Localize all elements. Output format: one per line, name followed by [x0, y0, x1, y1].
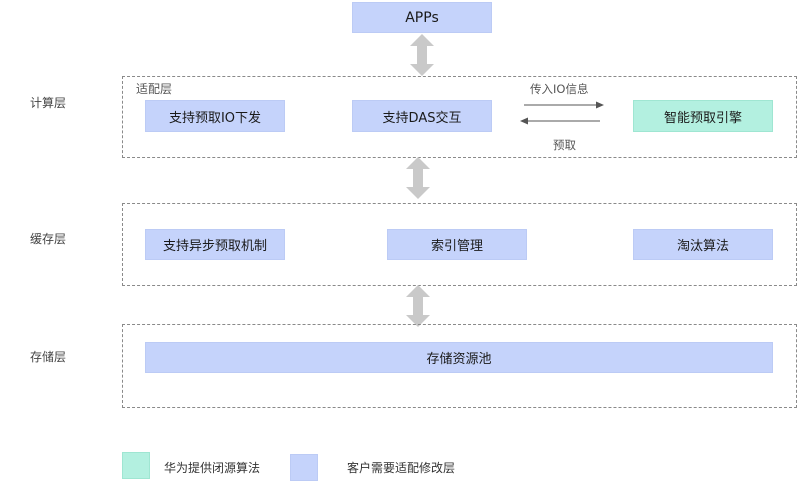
das-interaction-box: 支持DAS交互: [352, 100, 492, 132]
das-interaction-label: 支持DAS交互: [382, 110, 462, 126]
compute-layer-label: 计算层: [30, 96, 67, 110]
storage-pool-box: 存储资源池: [145, 342, 773, 373]
apps-label: APPs: [405, 9, 439, 26]
eviction-algorithm-label: 淘汰算法: [676, 239, 729, 254]
async-prefetch-label: 支持异步预取机制: [162, 239, 267, 254]
legend-swatch-huawei: [122, 452, 150, 479]
cache-layer-label: 缓存层: [30, 232, 67, 246]
adapter-layer-label: 适配层: [136, 82, 173, 96]
eviction-algorithm-box: 淘汰算法: [633, 229, 773, 260]
io-info-arrow-label: 传入IO信息: [530, 82, 589, 96]
index-management-label: 索引管理: [430, 239, 483, 254]
apps-box: APPs: [352, 2, 492, 33]
smart-prefetch-engine-box: 智能预取引擎: [633, 100, 773, 132]
storage-pool-label: 存储资源池: [426, 352, 492, 367]
async-prefetch-box: 支持异步预取机制: [145, 229, 285, 260]
right-arrow-icon: [524, 101, 604, 109]
double-arrow-icon: [406, 285, 430, 327]
double-arrow-icon: [406, 157, 430, 199]
storage-layer-label: 存储层: [30, 350, 67, 364]
prefetch-io-label: 支持预取IO下发: [168, 110, 262, 126]
prefetch-io-box: 支持预取IO下发: [145, 100, 285, 132]
smart-prefetch-engine-label: 智能预取引擎: [663, 110, 742, 126]
left-arrow-icon: [520, 117, 600, 125]
prefetch-arrow-label: 预取: [553, 138, 576, 152]
legend-label-customer: 客户需要适配修改层: [347, 461, 456, 475]
legend-label-huawei: 华为提供闭源算法: [164, 461, 261, 475]
legend-swatch-customer: [290, 454, 318, 481]
index-management-box: 索引管理: [387, 229, 527, 260]
double-arrow-icon: [410, 34, 434, 76]
